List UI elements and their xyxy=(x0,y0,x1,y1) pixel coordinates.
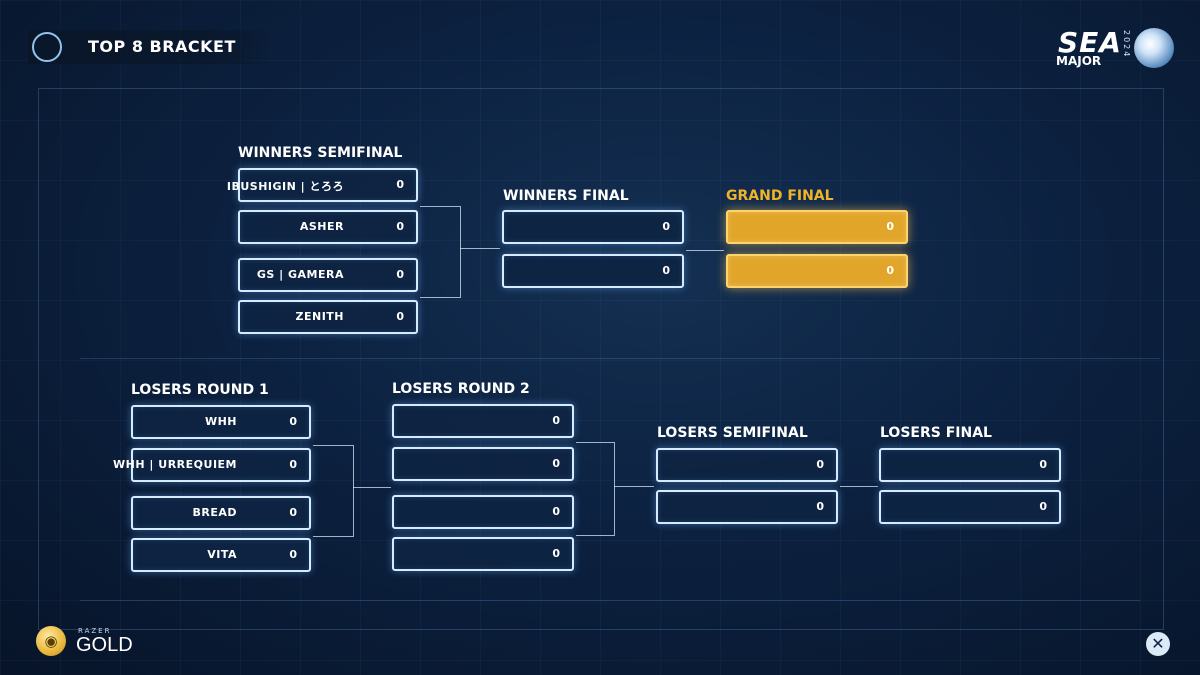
bracket-connector xyxy=(353,487,391,488)
team-name: ASHER xyxy=(299,220,344,233)
match-slot[interactable]: IBUSHIGIN | とろろ 0 xyxy=(227,168,418,202)
bracket-connector xyxy=(313,445,354,537)
match-slot[interactable]: 0 xyxy=(392,404,574,438)
round-label-winners-final: WINNERS FINAL xyxy=(503,188,629,204)
team-score: 0 xyxy=(289,506,297,519)
team-score: 0 xyxy=(396,220,404,233)
match-slot[interactable]: 0 xyxy=(879,490,1061,524)
team-name: ZENITH xyxy=(295,310,344,323)
match-slot[interactable]: 0 xyxy=(879,448,1061,482)
match-slot[interactable]: 0 xyxy=(502,210,684,244)
bracket-connector xyxy=(576,442,615,536)
team-score: 0 xyxy=(396,178,404,191)
match-slot-grand-final[interactable]: 0 xyxy=(726,254,908,288)
team-score: 0 xyxy=(1039,500,1047,513)
team-score: 0 xyxy=(662,264,670,277)
sponsor-brand: RAZER xyxy=(78,627,112,635)
team-name: WHH xyxy=(204,415,237,428)
close-button[interactable]: ✕ xyxy=(1146,632,1170,656)
logo-event: SEA xyxy=(1058,26,1122,59)
sponsor-product: GOLD xyxy=(76,634,133,656)
team-score: 0 xyxy=(289,548,297,561)
match-slot[interactable]: ZENITH 0 xyxy=(238,300,418,334)
team-score: 0 xyxy=(552,457,560,470)
match-slot-grand-final[interactable]: 0 xyxy=(726,210,908,244)
team-name: GS | GAMERA xyxy=(256,268,344,281)
ring-icon xyxy=(32,32,62,62)
team-score: 0 xyxy=(662,220,670,233)
team-score: 0 xyxy=(289,415,297,428)
bracket-connector xyxy=(686,250,724,251)
team-score: 0 xyxy=(552,505,560,518)
round-label-losers-semifinal: LOSERS SEMIFINAL xyxy=(657,425,808,441)
round-label-losers-final: LOSERS FINAL xyxy=(880,425,992,441)
round-label-losers-round-2: LOSERS ROUND 2 xyxy=(392,381,530,397)
team-score: 0 xyxy=(886,220,894,233)
match-slot[interactable]: WHH | URREQUIEM 0 xyxy=(113,448,311,482)
razer-gold-coin-icon: ◉ xyxy=(36,626,66,656)
match-slot[interactable]: 0 xyxy=(656,448,838,482)
team-score: 0 xyxy=(289,458,297,471)
team-score: 0 xyxy=(1039,458,1047,471)
hud-frame xyxy=(38,88,1164,630)
hud-divider xyxy=(80,600,1140,601)
team-score: 0 xyxy=(552,547,560,560)
match-slot[interactable]: ASHER 0 xyxy=(238,210,418,244)
globe-icon xyxy=(1134,28,1174,68)
round-label-losers-round-1: LOSERS ROUND 1 xyxy=(131,382,269,398)
team-score: 0 xyxy=(552,414,560,427)
title-bar: TOP 8 BRACKET xyxy=(28,30,273,64)
match-slot[interactable]: 0 xyxy=(392,537,574,571)
bracket-connector xyxy=(840,486,878,487)
team-score: 0 xyxy=(816,500,824,513)
team-name: IBUSHIGIN | とろろ xyxy=(226,180,344,193)
team-score: 0 xyxy=(886,264,894,277)
round-label-winners-semifinal: WINNERS SEMIFINAL xyxy=(238,145,403,161)
match-slot[interactable]: WHH 0 xyxy=(131,405,311,439)
bracket-connector xyxy=(420,206,461,298)
match-slot[interactable]: GS | GAMERA 0 xyxy=(238,258,418,292)
logo-sub: MAJOR xyxy=(1056,54,1102,68)
close-icon: ✕ xyxy=(1151,634,1165,653)
match-slot[interactable]: 0 xyxy=(502,254,684,288)
team-score: 0 xyxy=(396,310,404,323)
match-slot[interactable]: 0 xyxy=(392,495,574,529)
match-slot[interactable]: 0 xyxy=(392,447,574,481)
page-title: TOP 8 BRACKET xyxy=(88,37,236,56)
match-slot[interactable]: BREAD 0 xyxy=(131,496,311,530)
bracket-connector xyxy=(614,486,654,487)
round-label-grand-final: GRAND FINAL xyxy=(726,188,834,204)
hud-divider xyxy=(80,358,1160,359)
bracket-connector xyxy=(460,248,500,249)
logo-year: 2024 xyxy=(1122,30,1131,59)
match-slot[interactable]: VITA 0 xyxy=(131,538,311,572)
sponsor-logo: ◉ RAZER GOLD xyxy=(36,624,156,660)
team-name: WHH | URREQUIEM xyxy=(113,458,237,471)
team-score: 0 xyxy=(396,268,404,281)
team-name: VITA xyxy=(207,548,237,561)
event-logo: SEA MAJOR 2024 xyxy=(1054,26,1174,74)
team-name: BREAD xyxy=(192,506,237,519)
match-slot[interactable]: 0 xyxy=(656,490,838,524)
team-score: 0 xyxy=(816,458,824,471)
